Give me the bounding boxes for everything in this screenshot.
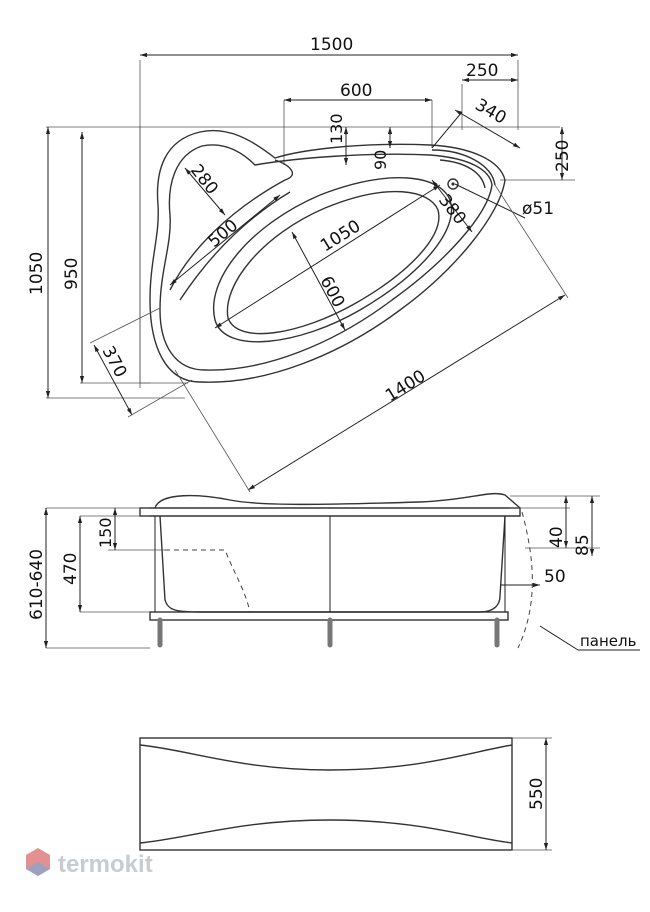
dim-depth-130: 130: [327, 113, 346, 144]
dim-drain-51: ø51: [522, 199, 554, 219]
dim-rim-40: 40: [547, 526, 567, 548]
dim-body-height: 470: [61, 553, 81, 585]
dim-overall-width: 1500: [310, 35, 353, 55]
dim-right-250: 250: [553, 140, 573, 172]
dim-depth-90: 90: [371, 150, 390, 170]
dim-offset-50: 50: [544, 567, 566, 587]
dim-edge-250-top: 250: [466, 61, 498, 81]
tub-rim-side: [139, 507, 521, 517]
brand-name: termokit: [58, 851, 153, 878]
front-panel-outline: [139, 737, 513, 851]
dim-bowl-1050: 1050: [317, 216, 364, 256]
dim-total-height: 610-640: [27, 549, 47, 620]
dim-bowl-600: 600: [316, 273, 349, 311]
dim-height-950: 950: [62, 258, 82, 290]
dim-rim-85: 85: [573, 534, 593, 556]
dim-left-280: 280: [186, 161, 222, 199]
side-view: 610-640 470 150 40 85 50 панель: [27, 492, 640, 651]
dim-depth-150: 150: [96, 517, 115, 548]
dim-diag-1400: 1400: [382, 366, 429, 406]
panel-view: 550: [139, 737, 552, 851]
dim-height-1050: 1050: [27, 252, 47, 295]
brand-watermark: termokit: [26, 848, 153, 878]
dim-panel-height: 550: [527, 778, 547, 810]
dim-left-370: 370: [98, 343, 131, 381]
top-view: 1500 250 600 340 130 90 250 280 500 1050…: [27, 35, 575, 493]
dim-tray-600: 600: [340, 81, 372, 101]
panel-label: панель: [580, 632, 636, 650]
dim-inner-500: 500: [204, 216, 242, 252]
